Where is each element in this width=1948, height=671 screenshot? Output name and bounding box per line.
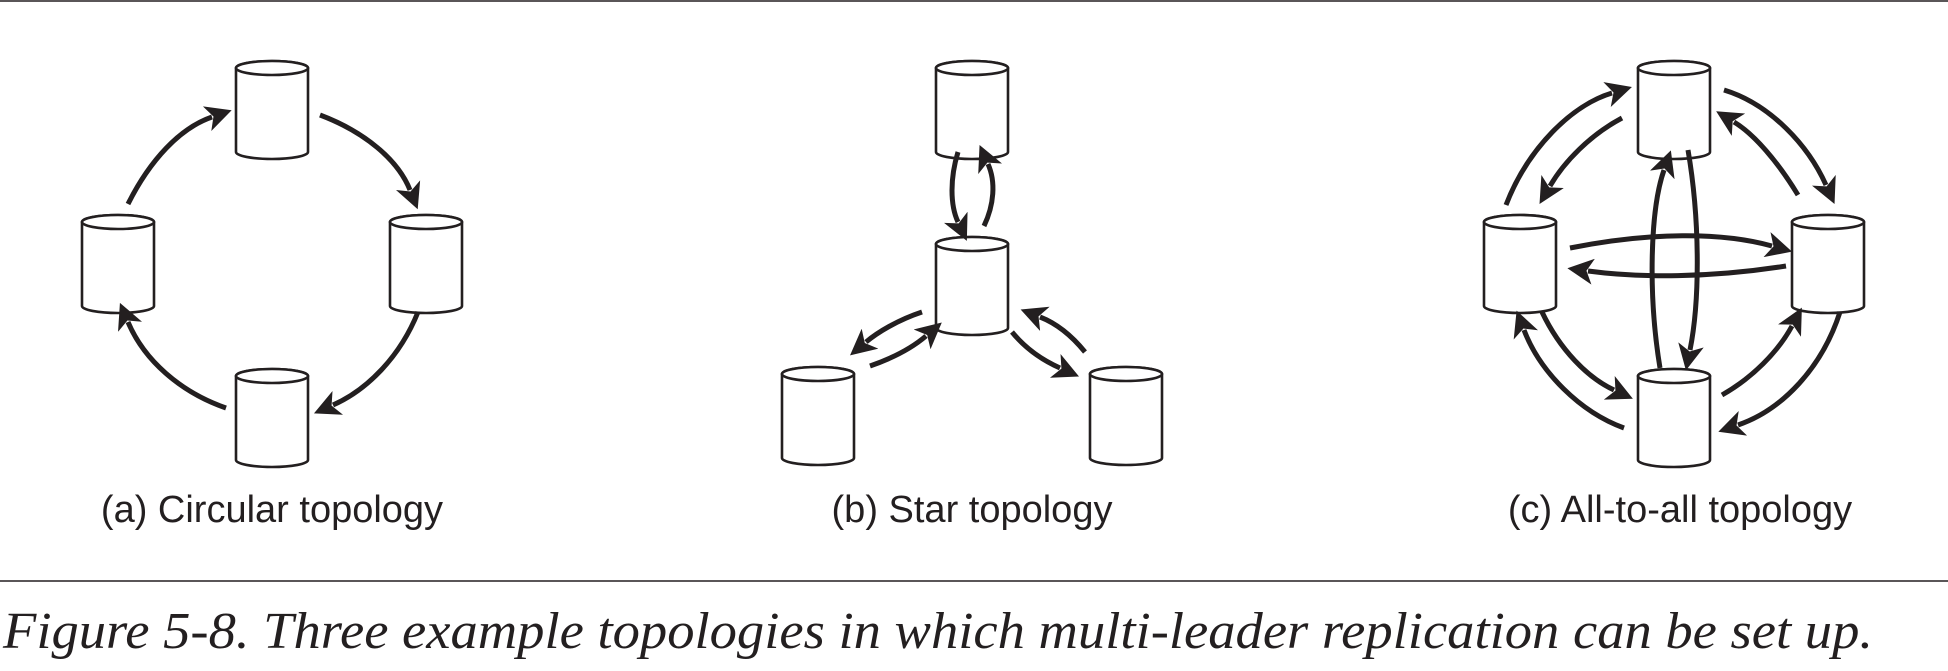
db-circular-top (234, 59, 310, 161)
arrow-all-right-to-bottom (1718, 311, 1843, 436)
panels (80, 59, 1866, 469)
arrow-all-bottom-to-top (1649, 150, 1675, 369)
arrow-all-right-to-top (1716, 111, 1801, 197)
db-circular-bottom (234, 367, 310, 469)
panel-c-label: (c) All-to-all topology (1508, 489, 1852, 531)
arrow-all-bottom-to-left (1513, 310, 1625, 431)
db-circular-right (388, 213, 464, 315)
arrow-all-top-to-right (1723, 87, 1836, 204)
arrow-all-right-to-left (1567, 258, 1787, 285)
db-circular-left (80, 213, 156, 315)
arrow-star-center-to-right (1010, 330, 1080, 378)
db-all-top (1636, 59, 1712, 161)
panel-a-label: (a) Circular topology (101, 489, 443, 531)
arrow-star-left-to-center (869, 322, 942, 369)
arrow-star-right-to-center (1020, 306, 1087, 354)
arrow-star-center-to-top (978, 144, 1002, 228)
panel-b-label: (b) Star topology (832, 489, 1113, 531)
db-star-top (934, 59, 1010, 161)
arrow-all-left-to-top (1503, 82, 1632, 206)
db-all-left (1482, 213, 1558, 315)
db-star-center (934, 235, 1010, 337)
arrow-circular-bottom-to-left (118, 302, 227, 411)
db-star-right (1088, 365, 1164, 467)
db-all-right (1790, 213, 1866, 315)
arrow-circular-right-to-bottom (313, 311, 421, 415)
arrow-all-top-to-left (1539, 115, 1624, 204)
arrow-all-bottom-to-right (1720, 307, 1802, 398)
arrow-circular-top-to-right (319, 112, 421, 210)
arrow-star-top-to-center (944, 151, 968, 241)
arrow-all-top-to-bottom (1678, 149, 1704, 371)
arrow-all-left-to-bottom (1539, 310, 1633, 400)
arrow-all-left-to-right (1569, 232, 1793, 258)
arrow-star-center-to-left (850, 309, 923, 356)
db-star-left (780, 365, 856, 467)
arrow-circular-left-to-top (125, 106, 232, 206)
db-all-bottom (1636, 367, 1712, 469)
figure-caption: Figure 5-8. Three example topologies in … (2, 603, 1873, 660)
